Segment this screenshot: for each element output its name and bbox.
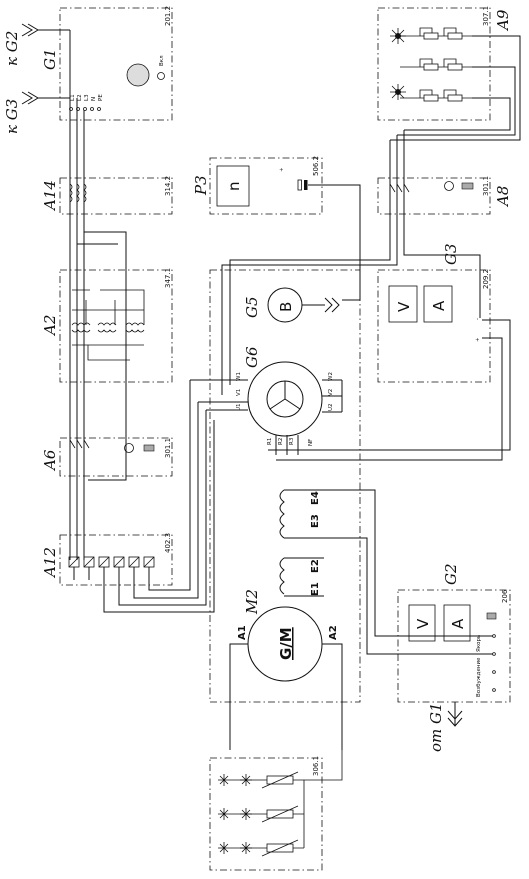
- label-p3: P3: [192, 175, 210, 196]
- a9-resistor-bank-icon: [400, 27, 472, 102]
- block-a12: A12 402.3: [41, 380, 215, 613]
- g3-ammeter-symbol: A: [430, 300, 448, 311]
- label-g2: G2: [442, 563, 460, 585]
- motor-terminal-e2: E2: [310, 559, 321, 573]
- block-g1: G1 201.2 Вкл L1 L2 L3 N PE: [41, 6, 173, 121]
- code-g2: 206: [501, 589, 509, 603]
- label-a6: A6: [41, 449, 59, 472]
- g6-terminal-w2: W2: [328, 372, 334, 381]
- code-rheostat: 306.1: [312, 756, 320, 776]
- g6-terminal-v2: V2: [328, 389, 334, 396]
- inductor-icon: [69, 183, 87, 203]
- block-g3: G3 209.2 V A + -: [268, 243, 511, 461]
- motor-terminal-e1: E1: [310, 582, 321, 596]
- g6-terminal-v1: V1: [236, 389, 242, 396]
- connector-to-g2: к G2: [3, 23, 70, 66]
- g1-terminal-l1: L1: [70, 94, 76, 101]
- rheostat-icon: [230, 750, 343, 857]
- label-a8: A8: [494, 186, 512, 208]
- label-a12: A12: [41, 547, 59, 579]
- g6-terminal-r2: R2: [278, 438, 284, 445]
- label-to-g3: к G3: [3, 99, 21, 134]
- g2-ammeter-symbol: A: [449, 618, 467, 629]
- p3-polarity-sign: +: [279, 167, 285, 172]
- label-g5: G5: [243, 296, 261, 318]
- indicator-lamp-icon: [157, 72, 165, 80]
- label-a9: A9: [494, 9, 512, 32]
- g1-terminal-l2: L2: [77, 94, 83, 101]
- code-a12: 402.3: [164, 533, 172, 553]
- code-a9: 307.1: [482, 6, 490, 26]
- motor-terminal-a1: A1: [237, 625, 248, 640]
- g5-symbol: B: [277, 302, 295, 312]
- g6-terminal-w1: W1: [236, 372, 242, 381]
- block-a2: A2 347.1: [41, 268, 173, 383]
- rheostat-lamp-icons: [218, 774, 252, 854]
- g3-voltmeter: [388, 285, 418, 323]
- motor-symbol: G/M: [277, 627, 295, 660]
- field-winding-1-icon: [279, 489, 285, 539]
- g2-terminal-armature: Якорь: [476, 635, 482, 652]
- g3-sign-minus: -: [475, 318, 481, 320]
- g1-terminal-l3: L3: [84, 94, 90, 101]
- code-g3: 209.2: [482, 269, 490, 289]
- g2-voltmeter: [408, 604, 436, 642]
- g1-terminal-n: N: [91, 97, 97, 101]
- label-m2: M2: [243, 589, 261, 615]
- g6-terminal-u2: U2: [328, 403, 334, 411]
- connector-from-g1: от G1: [427, 702, 463, 752]
- g2-ammeter: [443, 604, 471, 642]
- code-a6: 301.1: [164, 438, 172, 458]
- g6-terminal-nf: NF: [308, 439, 314, 446]
- a9-lamp-icons: [390, 28, 406, 100]
- g2-fuse-icon: [486, 612, 497, 620]
- a6-indicator-icon: [124, 443, 134, 453]
- code-a2: 347.1: [164, 268, 172, 288]
- a8-indicator-icon: [444, 181, 454, 191]
- block-a9: A9 307.1: [377, 6, 521, 141]
- block-a14: A14 314.2: [41, 176, 173, 481]
- g3-ammeter: [423, 285, 453, 323]
- code-a14: 314.2: [164, 176, 172, 196]
- motor-terminal-a2: A2: [328, 625, 339, 640]
- block-a8: A8 301.1: [221, 130, 512, 395]
- label-g3: G3: [442, 243, 460, 265]
- a12-switch-array-icon: [68, 556, 155, 568]
- block-p3: P3 506.2 n +: [192, 156, 361, 301]
- code-p3: 506.2: [312, 156, 320, 176]
- field-winding-2-icon: [279, 557, 285, 595]
- g6-synchronous-machine-icon: [247, 361, 323, 437]
- power-knob-icon: [126, 63, 150, 87]
- block-a6: A6 301.1: [41, 437, 173, 477]
- block-rheostat: 306.1: [209, 750, 343, 871]
- code-g1: 201.2: [164, 6, 172, 26]
- connector-to-g3: к G3: [3, 91, 70, 134]
- label-to-g2: к G2: [3, 31, 21, 66]
- g1-terminal-pe: PE: [98, 94, 104, 101]
- g6-terminal-r1: R1: [267, 438, 273, 445]
- label-g1: G1: [41, 48, 59, 70]
- p3-speed-symbol: n: [225, 181, 243, 191]
- g6-terminal-r3: R3: [289, 437, 295, 445]
- g3-voltmeter-symbol: V: [395, 301, 413, 312]
- label-a2: A2: [41, 315, 59, 337]
- a8-fuse-icon: [461, 182, 474, 190]
- transformer-icon: [71, 289, 145, 361]
- label-a14: A14: [41, 180, 59, 212]
- label-g6: G6: [243, 346, 261, 368]
- g2-voltmeter-symbol: V: [414, 618, 432, 629]
- a6-fuse-icon: [143, 444, 155, 452]
- g2-terminal-excitation: Возбуждение: [476, 657, 482, 697]
- motor-terminal-e4: E4: [310, 491, 321, 505]
- block-machine: B G5 G6 U1 V1 W1 U2 V2 W2 R1 R2 R3 NF E4…: [190, 269, 361, 750]
- code-a8: 301.1: [482, 176, 490, 196]
- block-g2: G2 206 V A Возбуждение Якорь: [324, 489, 511, 703]
- three-phase-bus: [69, 30, 85, 560]
- motor-terminal-e3: E3: [310, 514, 321, 528]
- g3-sign-plus: +: [475, 337, 481, 342]
- g6-terminal-u1: U1: [236, 403, 242, 411]
- g1-switch-label: Вкл: [159, 55, 165, 66]
- label-from-g1: от G1: [427, 702, 445, 752]
